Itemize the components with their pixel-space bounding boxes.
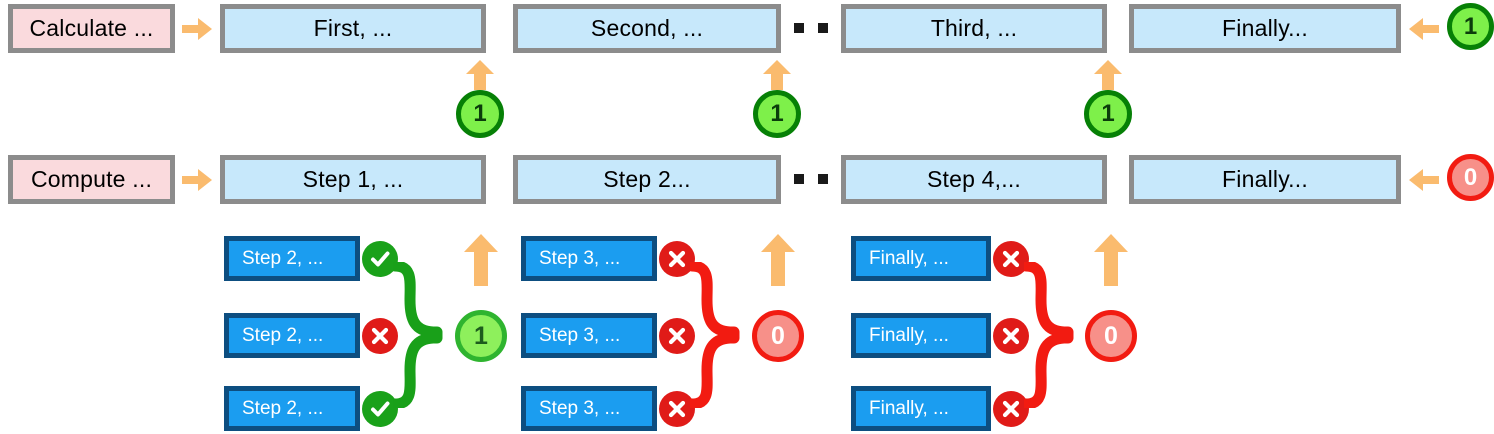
candidate-box-c2-2: Step 3, ... xyxy=(521,313,657,358)
score-value: 1 xyxy=(770,100,784,127)
candidate-box-c2-1: Step 3, ... xyxy=(521,236,657,281)
score-value: 0 xyxy=(1463,163,1478,191)
prompt-label: Calculate ... xyxy=(29,15,154,41)
step-label: First, ... xyxy=(313,15,393,41)
brace-icon xyxy=(690,262,746,408)
step-score-badge-r1-3: 1 xyxy=(1084,90,1132,138)
arrow-right-icon xyxy=(182,18,212,40)
step-label: Step 2... xyxy=(603,166,691,192)
cluster-score-badge-3: 0 xyxy=(1085,310,1137,362)
score-value: 1 xyxy=(1101,100,1115,127)
cross-circle-icon xyxy=(993,318,1029,354)
step-box-r1-s3: Third, ... xyxy=(841,4,1107,53)
candidate-label: Finally, ... xyxy=(869,397,949,419)
candidate-box-c2-3: Step 3, ... xyxy=(521,386,657,431)
candidate-label: Finally, ... xyxy=(869,324,949,346)
candidate-label: Step 3, ... xyxy=(539,247,621,269)
arrow-right-icon xyxy=(182,169,212,191)
cross-circle-icon xyxy=(362,318,398,354)
step-box-r2-s1: Step 1, ... xyxy=(220,155,486,204)
cross-circle-icon xyxy=(659,241,695,277)
arrow-up-icon xyxy=(1094,234,1128,286)
check-circle-icon xyxy=(362,391,398,427)
score-value: 1 xyxy=(474,321,488,350)
step-label: Second, ... xyxy=(590,15,704,41)
cross-circle-icon xyxy=(993,391,1029,427)
cross-circle-icon xyxy=(659,318,695,354)
candidate-box-c1-2: Step 2, ... xyxy=(224,313,360,358)
arrow-up-icon xyxy=(761,234,795,286)
step-label: Third, ... xyxy=(930,15,1018,41)
prompt-box-compute: Compute ... xyxy=(8,155,175,204)
brace-icon xyxy=(393,262,449,408)
arrow-up-icon xyxy=(466,60,494,90)
step-box-r1-s4: Finally... xyxy=(1129,4,1401,53)
score-value: 1 xyxy=(473,100,487,127)
arrow-left-icon xyxy=(1409,169,1439,191)
score-value: 0 xyxy=(771,321,785,350)
candidate-label: Step 3, ... xyxy=(539,324,621,346)
check-circle-icon xyxy=(362,241,398,277)
step-label: Finally... xyxy=(1222,166,1308,192)
step-box-r2-s2: Step 2... xyxy=(513,155,781,204)
candidate-label: Finally, ... xyxy=(869,247,949,269)
score-value: 0 xyxy=(1104,321,1118,350)
cross-circle-icon xyxy=(993,241,1029,277)
step-score-badge-r1-1: 1 xyxy=(456,90,504,138)
candidate-box-c3-1: Finally, ... xyxy=(851,236,991,281)
arrow-up-icon xyxy=(1094,60,1122,90)
final-score-badge-row2: 0 xyxy=(1447,154,1494,201)
step-box-r2-s3: Step 4,... xyxy=(841,155,1107,204)
prompt-box-calculate: Calculate ... xyxy=(8,4,175,53)
prompt-label: Compute ... xyxy=(30,166,153,192)
candidate-label: Step 3, ... xyxy=(539,397,621,419)
candidate-box-c1-1: Step 2, ... xyxy=(224,236,360,281)
candidate-box-c3-3: Finally, ... xyxy=(851,386,991,431)
candidate-label: Step 2, ... xyxy=(242,247,324,269)
cross-circle-icon xyxy=(659,391,695,427)
step-box-r1-s2: Second, ... xyxy=(513,4,781,53)
candidate-label: Step 2, ... xyxy=(242,324,324,346)
step-box-r2-s4: Finally... xyxy=(1129,155,1401,204)
candidate-box-c3-2: Finally, ... xyxy=(851,313,991,358)
candidate-box-c1-3: Step 2, ... xyxy=(224,386,360,431)
step-label: Step 1, ... xyxy=(302,166,404,192)
step-score-badge-r1-2: 1 xyxy=(753,90,801,138)
final-score-badge-row1: 1 xyxy=(1447,3,1494,50)
step-box-r1-s1: First, ... xyxy=(220,4,486,53)
score-value: 1 xyxy=(1463,12,1478,40)
arrow-up-icon xyxy=(763,60,791,90)
candidate-label: Step 2, ... xyxy=(242,397,324,419)
step-label: Step 4,... xyxy=(926,166,1022,192)
cluster-score-badge-2: 0 xyxy=(752,310,804,362)
brace-icon xyxy=(1024,262,1080,408)
arrow-left-icon xyxy=(1409,18,1439,40)
arrow-up-icon xyxy=(464,234,498,286)
cluster-score-badge-1: 1 xyxy=(455,310,507,362)
step-label: Finally... xyxy=(1222,15,1308,41)
